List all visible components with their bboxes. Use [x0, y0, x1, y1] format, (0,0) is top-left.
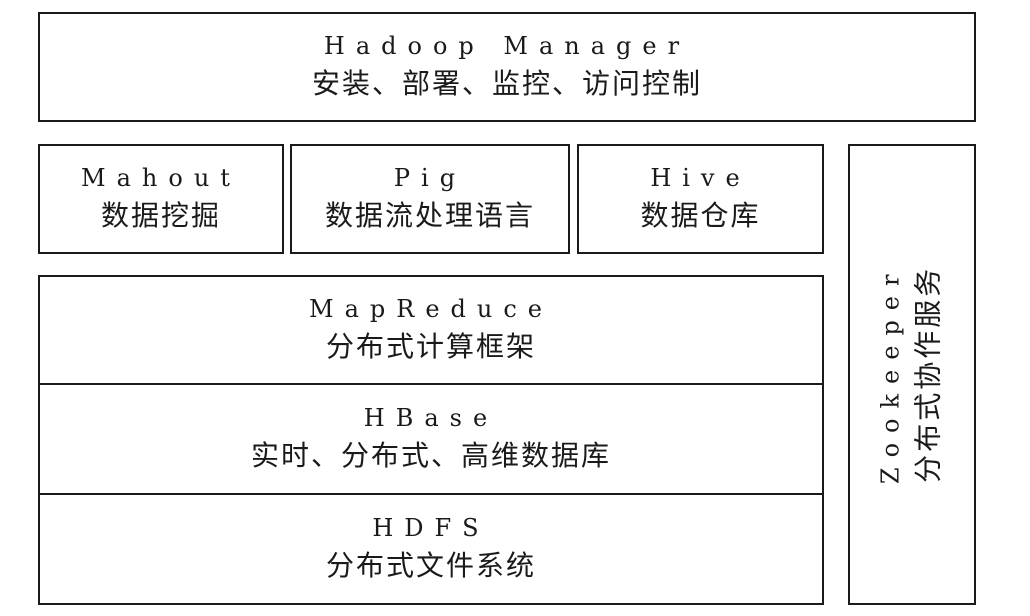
- mahout-subtitle: 数据挖掘: [100, 198, 221, 232]
- pig-title: Pig: [393, 163, 467, 192]
- zookeeper-label-group: Zookeeper 分布式协作服务: [877, 265, 948, 485]
- hive-subtitle: 数据仓库: [640, 198, 761, 232]
- hdfs-layer: HDFS 分布式文件系统: [40, 495, 822, 603]
- mapreduce-layer: MapReduce 分布式计算框架: [40, 277, 822, 385]
- hdfs-subtitle: 分布式文件系统: [325, 548, 536, 582]
- hbase-title: HBase: [363, 403, 499, 432]
- hive-title: Hive: [650, 163, 751, 192]
- zookeeper-title: Zookeeper: [876, 264, 905, 485]
- hadoop-manager-subtitle: 安装、部署、监控、访问控制: [311, 66, 702, 100]
- core-stack-box: MapReduce 分布式计算框架 HBase 实时、分布式、高维数据库 HDF…: [38, 275, 824, 605]
- mapreduce-title: MapReduce: [309, 294, 553, 323]
- pig-subtitle: 数据流处理语言: [324, 198, 535, 232]
- pig-box: Pig 数据流处理语言: [290, 144, 570, 254]
- zookeeper-subtitle: 分布式协作服务: [911, 266, 945, 484]
- hbase-subtitle: 实时、分布式、高维数据库: [250, 438, 611, 472]
- hadoop-manager-box: Hadoop Manager 安装、部署、监控、访问控制: [38, 12, 976, 122]
- mapreduce-subtitle: 分布式计算框架: [325, 329, 536, 363]
- mahout-box: Mahout 数据挖掘: [38, 144, 284, 254]
- mahout-title: Mahout: [81, 163, 241, 192]
- hadoop-manager-title: Hadoop Manager: [323, 31, 691, 60]
- hdfs-title: HDFS: [372, 513, 490, 542]
- hive-box: Hive 数据仓库: [577, 144, 824, 254]
- hbase-layer: HBase 实时、分布式、高维数据库: [40, 385, 822, 495]
- zookeeper-box: Zookeeper 分布式协作服务: [848, 144, 976, 605]
